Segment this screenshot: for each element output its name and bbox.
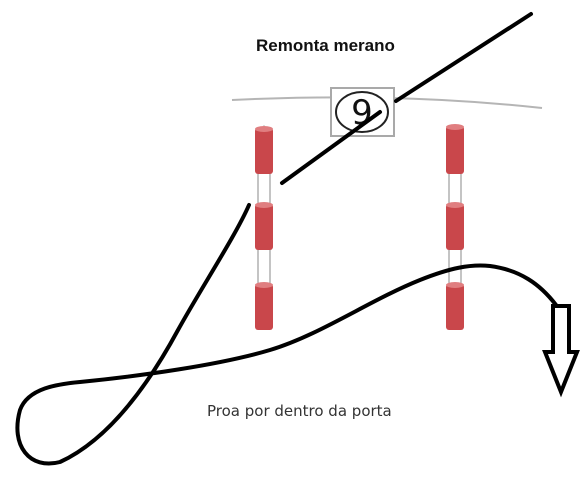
kayak-path: [15, 203, 558, 466]
diagram-caption: Proa por dentro da porta: [207, 402, 392, 420]
gate-number-box: 9: [330, 87, 395, 137]
right-gate-pole: [446, 124, 464, 330]
left-gate-pole: [255, 125, 273, 330]
down-arrow-icon: [542, 304, 580, 398]
approach-line: [280, 12, 533, 185]
diagram-title: Remonta merano: [256, 36, 395, 55]
